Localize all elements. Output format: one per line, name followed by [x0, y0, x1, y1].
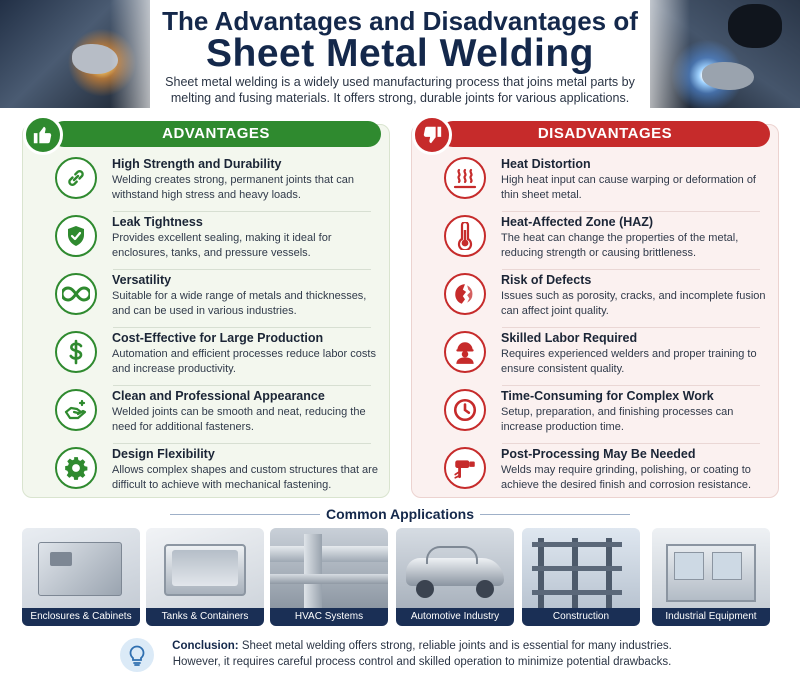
- application-label: Construction: [522, 608, 640, 626]
- advantages-panel: ADVANTAGES High Strength and Durability …: [22, 115, 390, 501]
- divider: [502, 269, 760, 270]
- applications-title: Common Applications: [325, 506, 475, 522]
- header: The Advantages and Disadvantages of Shee…: [0, 0, 800, 108]
- advantage-text: Welded joints can be smooth and neat, re…: [112, 406, 366, 433]
- disadvantages-heading: DISADVANTAGES: [440, 121, 770, 147]
- advantage-title: Cost-Effective for Large Production: [112, 331, 324, 345]
- divider: [113, 443, 371, 444]
- disadvantage-title: Time-Consuming for Complex Work: [501, 389, 714, 403]
- divider: [113, 385, 371, 386]
- advantage-item: Leak Tightness Provides excellent sealin…: [33, 211, 379, 270]
- advantage-item: Design Flexibility Allows complex shapes…: [33, 443, 379, 501]
- divider: [113, 327, 371, 328]
- conclusion-text-block: Conclusion: Sheet metal welding offers s…: [162, 638, 682, 670]
- conclusion-label: Conclusion:: [172, 640, 239, 652]
- application-label: Industrial Equipment: [652, 608, 770, 626]
- page-title: Sheet Metal Welding: [206, 32, 594, 75]
- sparkle-hand-icon: [55, 389, 97, 431]
- disadvantage-title: Post-Processing May Be Needed: [501, 447, 696, 461]
- disadvantage-item: Heat-Affected Zone (HAZ) The heat can ch…: [422, 211, 768, 270]
- application-card-hvac: HVAC Systems: [270, 528, 388, 626]
- advantage-text: Provides excellent sealing, making it id…: [112, 232, 332, 259]
- application-label: Tanks & Containers: [146, 608, 264, 626]
- divider: [502, 327, 760, 328]
- steel-tank-photo: [146, 528, 264, 608]
- heat-waves-icon: [444, 157, 486, 199]
- disadvantage-text: Issues such as porosity, cracks, and inc…: [501, 290, 766, 317]
- divider: [502, 211, 760, 212]
- disadvantage-item: Risk of Defects Issues such as porosity,…: [422, 269, 768, 328]
- disadvantage-title: Risk of Defects: [501, 273, 592, 287]
- application-label: Automotive Industry: [396, 608, 514, 626]
- advantage-text: Welding creates strong, permanent joints…: [112, 174, 354, 201]
- disadvantage-text: Setup, preparation, and finishing proces…: [501, 406, 734, 433]
- disadvantage-text: Requires experienced welders and proper …: [501, 348, 757, 375]
- advantage-title: Clean and Professional Appearance: [112, 389, 325, 403]
- photo-fade: [630, 0, 690, 108]
- advantage-item: High Strength and Durability Welding cre…: [33, 153, 379, 212]
- divider: [113, 211, 371, 212]
- disadvantage-text: High heat input can cause warping or def…: [501, 174, 756, 201]
- infinity-icon: [55, 273, 97, 315]
- disadvantage-title: Heat-Affected Zone (HAZ): [501, 215, 654, 229]
- advantages-heading: ADVANTAGES: [51, 121, 381, 147]
- advantage-item: Clean and Professional Appearance Welded…: [33, 385, 379, 444]
- glove-shape: [702, 62, 754, 90]
- thumbs-up-icon: [23, 115, 63, 155]
- advantage-title: Versatility: [112, 273, 172, 287]
- cracked-part-icon: [444, 273, 486, 315]
- welder-helmet-shape: [728, 4, 782, 48]
- grinder-icon: [444, 447, 486, 489]
- advantage-title: Design Flexibility: [112, 447, 215, 461]
- chain-link-icon: [55, 157, 97, 199]
- disadvantage-item: Time-Consuming for Complex Work Setup, p…: [422, 385, 768, 444]
- gear-icon: [55, 447, 97, 489]
- disadvantage-text: Welds may require grinding, polishing, o…: [501, 464, 752, 491]
- conclusion: Conclusion: Sheet metal welding offers s…: [120, 636, 680, 676]
- thermometer-icon: [444, 215, 486, 257]
- divider: [502, 443, 760, 444]
- disadvantage-text: The heat can change the properties of th…: [501, 232, 739, 259]
- application-label: HVAC Systems: [270, 608, 388, 626]
- hvac-ducts-photo: [270, 528, 388, 608]
- application-label: Enclosures & Cabinets: [22, 608, 140, 626]
- worker-helmet-icon: [444, 331, 486, 373]
- dollar-icon: [55, 331, 97, 373]
- conclusion-text: Sheet metal welding offers strong, relia…: [172, 640, 672, 668]
- advantage-item: Versatility Suitable for a wide range of…: [33, 269, 379, 328]
- advantage-text: Suitable for a wide range of metals and …: [112, 290, 367, 317]
- application-card-construction: Construction: [522, 528, 640, 626]
- application-card-tanks: Tanks & Containers: [146, 528, 264, 626]
- disadvantage-item: Skilled Labor Required Requires experien…: [422, 327, 768, 386]
- advantage-text: Allows complex shapes and custom structu…: [112, 464, 378, 491]
- disadvantage-title: Skilled Labor Required: [501, 331, 638, 345]
- advantage-title: Leak Tightness: [112, 215, 203, 229]
- shield-check-icon: [55, 215, 97, 257]
- lightbulb-icon: [120, 638, 154, 672]
- application-card-automotive: Automotive Industry: [396, 528, 514, 626]
- advantage-item: Cost-Effective for Large Production Auto…: [33, 327, 379, 386]
- divider: [480, 514, 630, 515]
- advantage-title: High Strength and Durability: [112, 157, 282, 171]
- car-body-photo: [396, 528, 514, 608]
- disadvantage-title: Heat Distortion: [501, 157, 591, 171]
- clock-icon: [444, 389, 486, 431]
- disadvantage-item: Heat Distortion High heat input can caus…: [422, 153, 768, 212]
- steel-frame-photo: [522, 528, 640, 608]
- industrial-booth-photo: [652, 528, 770, 608]
- disadvantages-panel: DISADVANTAGES Heat Distortion High heat …: [411, 115, 779, 501]
- divider: [113, 269, 371, 270]
- application-card-enclosures: Enclosures & Cabinets: [22, 528, 140, 626]
- advantage-text: Automation and efficient processes reduc…: [112, 348, 376, 375]
- divider: [502, 385, 760, 386]
- intro-text: Sheet metal welding is a widely used man…: [165, 75, 635, 105]
- divider: [170, 514, 320, 515]
- thumbs-down-icon: [412, 115, 452, 155]
- title-line-1: The Advantages and Disadvantages of: [162, 6, 638, 36]
- application-card-industrial: Industrial Equipment: [652, 528, 770, 626]
- disadvantage-item: Post-Processing May Be Needed Welds may …: [422, 443, 768, 501]
- photo-fade: [110, 0, 170, 108]
- metal-enclosure-photo: [22, 528, 140, 608]
